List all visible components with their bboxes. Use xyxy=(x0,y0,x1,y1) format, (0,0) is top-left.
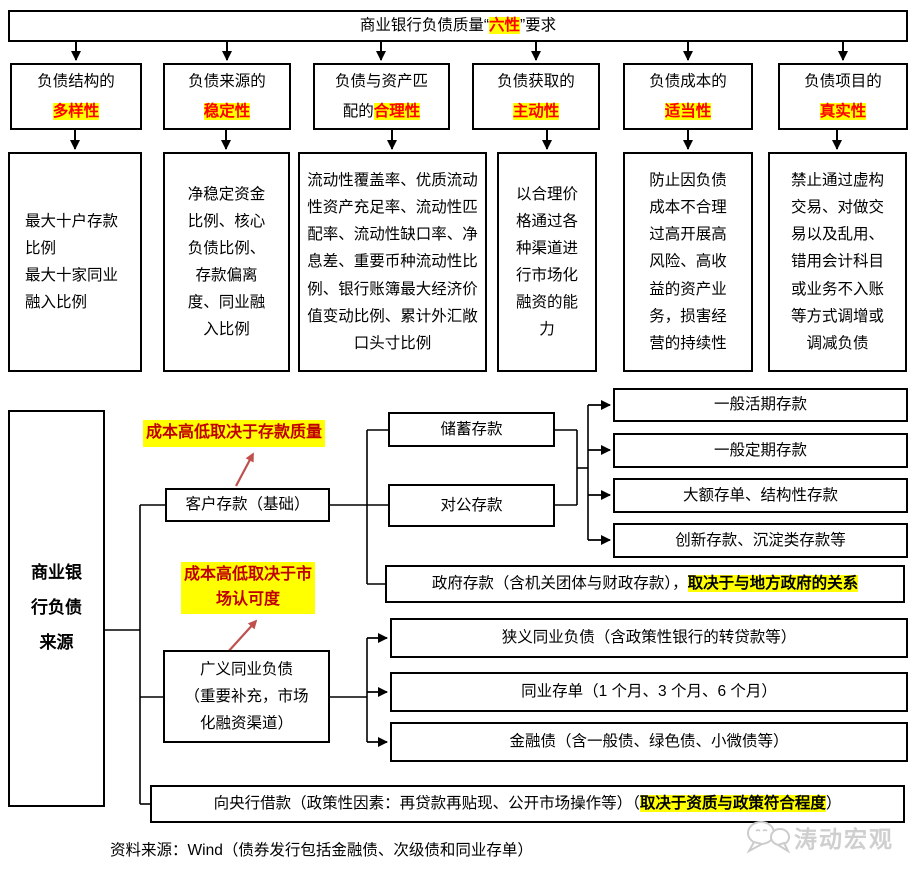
detail-box-rationality: 流动性覆盖率、优质流动性资产充足率、流动性匹配率、流动性缺口率、净息差、重要币种… xyxy=(298,152,487,372)
annotation-market-recognition: 成本高低取决于市 场认可度 xyxy=(168,562,328,614)
customer-deposit-box: 客户存款（基础） xyxy=(165,488,330,522)
financial-bond-box: 金融债（含一般债、绿色债、小微债等） xyxy=(390,722,908,762)
detail-box-stability: 净稳定资金比例、核心负债比例、存款偏离度、同业融入比例 xyxy=(163,152,290,372)
corporate-deposit-box: 对公存款 xyxy=(388,484,555,527)
interbank-liability-box: 广义同业负债 （重要补充，市场 化融资渠道） xyxy=(163,650,330,743)
government-deposit-box: 政府存款（含机关团体与财政存款），取决于与地方政府的关系 xyxy=(385,565,905,603)
central-bank-borrowing-box: 向央行借款（政策性因素：再贷款再贴现、公开市场操作等）（取决于资质与政策符合程度… xyxy=(150,785,905,823)
chat-bubbles-icon xyxy=(746,821,791,854)
detail-box-appropriateness: 防止因负债成本不合理过高开展高风险、高收益的资产业务，损害经营的持续性 xyxy=(623,152,753,372)
title-box: 商业银行负债质量“六性”要求 xyxy=(8,10,908,42)
detail-box-authenticity: 禁止通过虚构交易、对做交易以及乱用、错用会计科目或业务不入账等方式调增或调减负债 xyxy=(768,152,907,372)
interbank-cd-box: 同业存单（1 个月、3 个月、6 个月） xyxy=(390,672,908,712)
requirement-box-rationality: 负债与资产匹 配的合理性 xyxy=(313,63,450,130)
source-note: 资料来源：Wind（债券发行包括金融债、次级债和同业存单） xyxy=(110,842,533,859)
detail-box-initiative: 以合理价格通过各种渠道进行市场化融资的能力 xyxy=(497,152,597,372)
requirement-box-diversity: 负债结构的 多样性 xyxy=(10,63,142,130)
deposit-type-demand-box: 一般活期存款 xyxy=(613,388,908,422)
annotation-deposit-quality: 成本高低取决于存款质量 xyxy=(143,420,326,447)
liability-sources-root-box: 商业银 行负债 来源 xyxy=(8,410,105,807)
savings-deposit-box: 储蓄存款 xyxy=(388,412,555,447)
deposit-type-time-box: 一般定期存款 xyxy=(613,433,908,468)
title-text: 商业银行负债质量“六性”要求 xyxy=(359,17,557,35)
detail-box-diversity: 最大十户存款比例 最大十家同业融入比例 xyxy=(8,152,142,372)
narrow-interbank-box: 狭义同业负债（含政策性银行的转贷款等） xyxy=(390,618,908,658)
title-highlight: 六性 xyxy=(488,17,520,35)
watermark: 涛动宏观 xyxy=(742,820,894,854)
requirement-box-appropriateness: 负债成本的 适当性 xyxy=(623,63,753,130)
requirement-box-initiative: 负债获取的 主动性 xyxy=(472,63,600,130)
requirement-box-stability: 负债来源的 稳定性 xyxy=(163,63,291,130)
watermark-text: 涛动宏观 xyxy=(794,826,894,852)
deposit-type-cd-structured-box: 大额存单、结构性存款 xyxy=(613,478,908,513)
deposit-type-innovative-box: 创新存款、沉淀类存款等 xyxy=(613,523,908,558)
requirement-box-authenticity: 负债项目的 真实性 xyxy=(778,63,908,130)
